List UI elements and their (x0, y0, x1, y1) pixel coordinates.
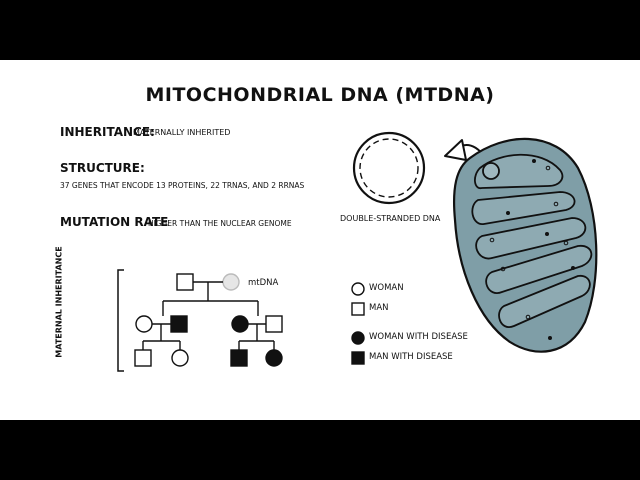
legend-man-icon (351, 302, 365, 316)
pedigree-gen2-woman-affected (231, 315, 249, 333)
pedigree-gen3-man (134, 349, 152, 367)
legend-woman-label: WOMAN (369, 283, 404, 293)
pedigree-gen1-woman-mtdna (222, 273, 240, 291)
diagram-graphics (117, 131, 598, 372)
mutation-rate-value: HIGHER THAN THE NUCLEAR GENOME (148, 219, 292, 228)
legend-woman-disease-label: WOMAN WITH DISEASE (369, 332, 468, 342)
mtdna-label: mtDNA (248, 278, 279, 288)
legend-man-disease-icon (351, 351, 365, 365)
legend-man-disease-label: MAN WITH DISEASE (369, 352, 453, 362)
legend-man-label: MAN (369, 303, 389, 313)
slide-canvas: MITOCHONDRIAL DNA (MTDNA) INHERITANCE: M… (0, 60, 640, 420)
pedigree-gen2-man-affected (170, 315, 188, 333)
legend-symbols (351, 282, 365, 365)
inheritance-label: INHERITANCE: (60, 125, 155, 139)
page-title: MITOCHONDRIAL DNA (MTDNA) (145, 84, 495, 106)
legend-woman-icon (351, 282, 365, 296)
inheritance-value: MATERNALLY INHERITED (133, 128, 231, 137)
pedigree-gen2-woman (135, 315, 153, 333)
mutation-rate-label: MUTATION RATE (60, 215, 169, 229)
dsdna-ring (352, 131, 426, 205)
mitochondrion (452, 137, 598, 353)
pedigree-gen2-man (265, 315, 283, 333)
pedigree-gen3-woman-affected (265, 349, 283, 367)
pedigree-chart (134, 273, 283, 367)
structure-label: STRUCTURE: (60, 161, 145, 175)
maternal-inheritance-label: MATERNAL INHERITANCE (54, 246, 64, 358)
dsdna-label: DOUBLE-STRANDED DNA (340, 214, 441, 223)
pedigree-gen1-man (176, 273, 194, 291)
legend-woman-disease-icon (351, 331, 365, 345)
pedigree-gen3-woman (171, 349, 189, 367)
structure-value: 37 GENES THAT ENCODE 13 PROTEINS, 22 TRN… (60, 181, 305, 190)
pedigree-bracket (117, 269, 124, 372)
pedigree-gen3-man-affected (230, 349, 248, 367)
